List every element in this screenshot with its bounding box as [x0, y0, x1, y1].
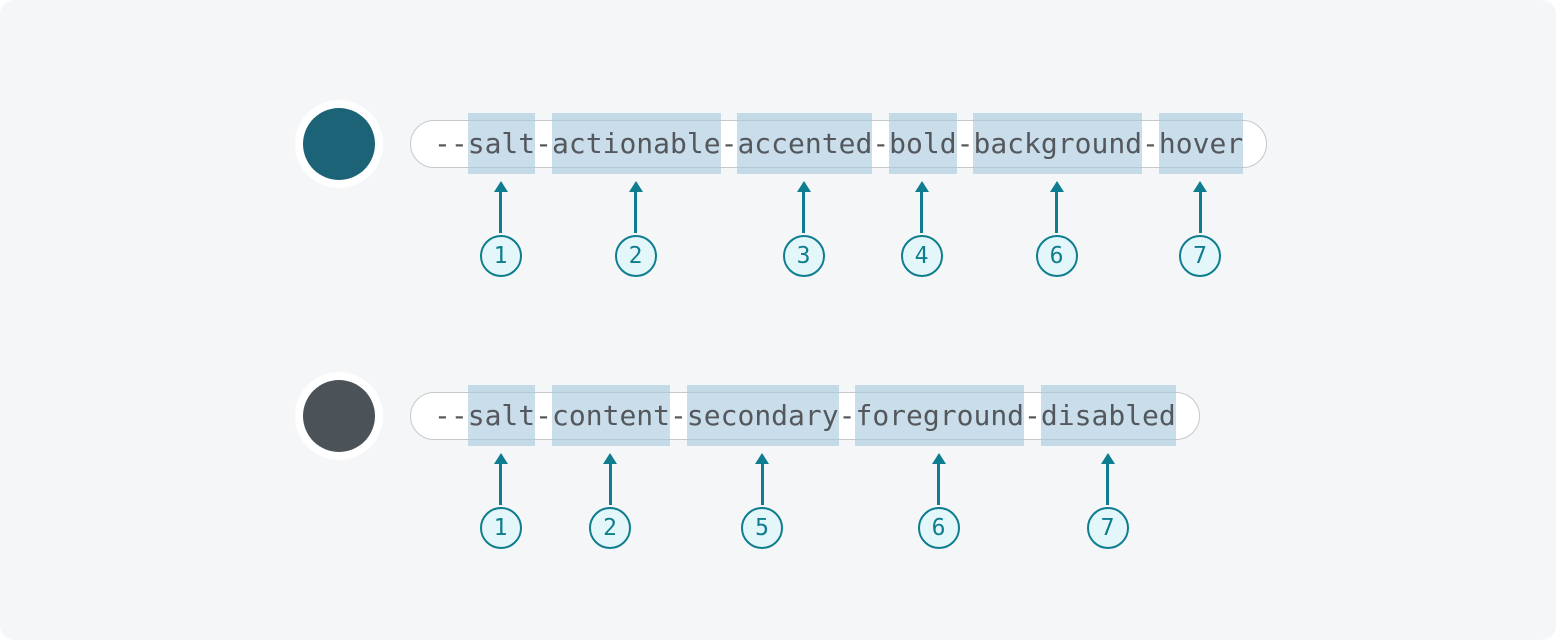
up-arrow-icon [1055, 192, 1058, 233]
number-badge: 6 [1035, 235, 1078, 277]
token-segment-highlighted: actionable [552, 113, 721, 174]
segment-callout: 7 [1179, 181, 1221, 277]
token-segment: -- [434, 127, 468, 160]
token-name-pill: --salt-content-secondary-foreground-disa… [410, 385, 1200, 446]
segment-callout: 1 [479, 453, 522, 549]
token-segment: - [670, 399, 687, 432]
segment-callout: 6 [1035, 181, 1078, 277]
color-swatch-ring [295, 372, 383, 460]
teal-color-swatch [303, 108, 375, 180]
segment-callout: 4 [900, 181, 943, 277]
up-arrow-icon [608, 464, 612, 505]
segment-callout: 6 [917, 453, 960, 549]
segment-callout: 2 [589, 453, 631, 549]
segment-callout: 7 [1086, 453, 1129, 549]
up-arrow-icon [802, 192, 805, 233]
token-segment-highlighted: content [552, 385, 671, 446]
token-segment-highlighted: secondary [686, 385, 839, 446]
token-segment: - [1024, 399, 1041, 432]
token-segment: - [720, 127, 738, 160]
token-segment-highlighted: salt [467, 385, 536, 446]
segment-callout: 5 [741, 453, 783, 549]
number-badge: 1 [479, 235, 522, 277]
color-swatch-ring [295, 100, 383, 188]
token-segment-highlighted: background [973, 113, 1143, 174]
up-arrow-icon [937, 464, 940, 505]
segment-callout: 2 [614, 181, 657, 277]
number-badge: 5 [741, 507, 783, 549]
token-segment: - [535, 127, 553, 160]
token-segment-highlighted: hover [1158, 113, 1244, 174]
number-badge: 2 [589, 507, 631, 549]
token-segment: - [1142, 127, 1159, 160]
token-segment-highlighted: accented [737, 113, 873, 174]
up-arrow-icon [1106, 464, 1109, 505]
number-badge: 7 [1179, 235, 1221, 277]
token-segment: - [838, 399, 856, 432]
up-arrow-icon [499, 464, 502, 505]
segment-callout: 1 [479, 181, 522, 277]
segment-callout: 3 [782, 181, 825, 277]
number-badge: 3 [782, 235, 825, 277]
token-segment-highlighted: salt [467, 113, 536, 174]
token-example-row-actionable: --salt-actionable-accented-bold-backgrou… [0, 100, 1556, 286]
token-segment-highlighted: bold [889, 113, 957, 174]
up-arrow-icon [634, 192, 637, 233]
token-segment: -- [434, 399, 468, 432]
number-badge: 7 [1086, 507, 1129, 549]
number-badge: 6 [917, 507, 960, 549]
token-segment: - [872, 127, 890, 160]
number-badge: 1 [479, 507, 522, 549]
up-arrow-icon [920, 192, 923, 233]
token-name-pill: --salt-actionable-accented-bold-backgrou… [410, 113, 1268, 174]
token-segment-highlighted: disabled [1040, 385, 1176, 446]
gray-color-swatch [303, 380, 375, 452]
up-arrow-icon [499, 192, 502, 233]
up-arrow-icon [760, 464, 764, 505]
token-example-row-content: --salt-content-secondary-foreground-disa… [0, 372, 1556, 558]
number-badge: 2 [614, 235, 657, 277]
up-arrow-icon [1198, 192, 1202, 233]
number-badge: 4 [900, 235, 943, 277]
token-segment: - [956, 127, 974, 160]
token-segment: - [535, 399, 553, 432]
token-segment-highlighted: foreground [855, 385, 1025, 446]
